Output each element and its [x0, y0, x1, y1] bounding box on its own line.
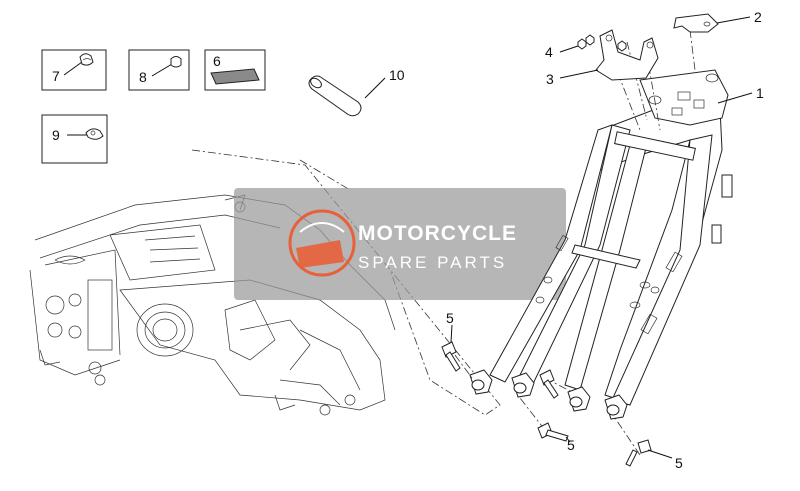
watermark-brand: MOTORCYCLE [358, 222, 517, 245]
part-4-nuts[interactable]: 4 [545, 34, 627, 60]
part-1-rear-subframe[interactable]: 1 [469, 69, 764, 420]
callout-6: 6 [213, 53, 221, 69]
part-box-9[interactable]: 9 [41, 114, 108, 164]
callout-7: 7 [52, 68, 60, 84]
part-box-7[interactable]: 7 [41, 49, 107, 91]
part-box-8[interactable]: 8 [128, 49, 190, 91]
part-10-sleeve[interactable]: 10 [308, 67, 405, 117]
part-5-bolt-a[interactable]: 5 [441, 310, 461, 372]
watermark: MOTORCYCLE SPARE PARTS [234, 188, 566, 300]
callout-5-bottom: 5 [675, 455, 683, 471]
callout-1: 1 [756, 85, 764, 101]
part-5-bolt-b[interactable]: 5 [537, 369, 575, 453]
part-2-top-bracket[interactable]: 2 [673, 9, 762, 33]
callout-3: 3 [546, 71, 554, 87]
callout-2: 2 [754, 9, 762, 25]
callout-4: 4 [545, 44, 553, 60]
callout-5-middle: 5 [567, 437, 575, 453]
part-3-bracket[interactable]: 3 [546, 29, 659, 87]
callout-8: 8 [139, 69, 147, 85]
callout-10: 10 [389, 67, 405, 83]
callout-9: 9 [52, 127, 60, 143]
part-5-bolt-c[interactable]: 5 [625, 439, 683, 471]
watermark-subtitle: SPARE PARTS [358, 253, 507, 272]
part-box-6[interactable]: 6 [204, 49, 266, 91]
callout-5-top: 5 [446, 310, 454, 326]
